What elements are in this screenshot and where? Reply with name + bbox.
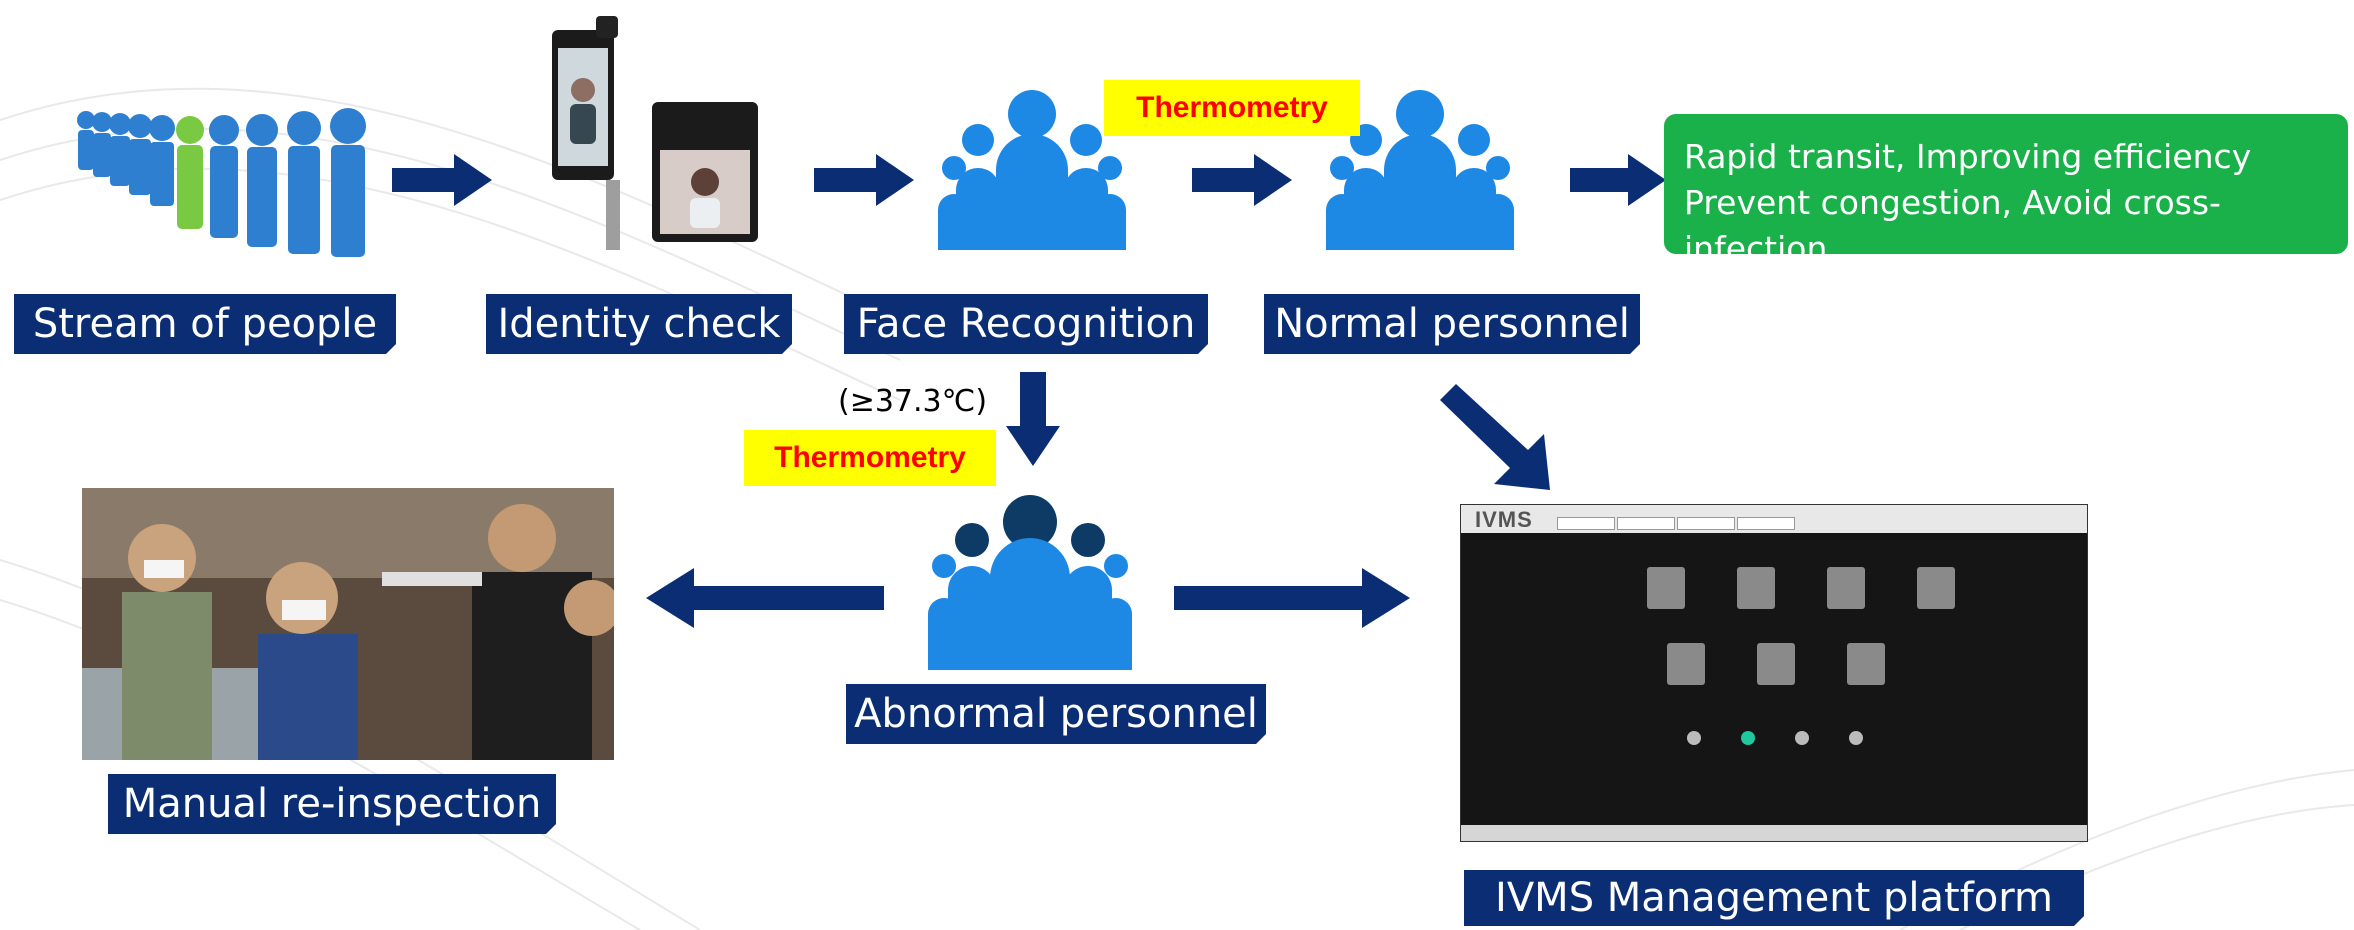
label-manual-reinspection: Manual re-inspection (108, 774, 556, 834)
label-stream-of-people-text: Stream of people (32, 301, 378, 347)
ivms-screen-dot (1741, 731, 1755, 745)
ivms-screen-tab (1677, 517, 1735, 530)
thermometry-tag-top: Thermometry (1104, 80, 1360, 136)
arrow-diagonal-to-ivms (1440, 384, 1550, 490)
ivms-screen-tile (1847, 643, 1885, 685)
ivms-screen-tab (1557, 517, 1615, 530)
people-queue-illustration (66, 100, 378, 260)
label-face-recognition: Face Recognition (844, 294, 1208, 354)
label-normal-personnel-text: Normal personnel (1274, 301, 1630, 347)
label-normal-personnel: Normal personnel (1264, 294, 1640, 354)
normal-personnel-people-icon (1322, 88, 1518, 250)
benefits-box: Rapid transit, Improving efficiency Prev… (1664, 114, 2348, 268)
label-identity-check: Identity check (486, 294, 792, 354)
temperature-threshold: (≥37.3℃) (838, 384, 988, 419)
label-ivms-platform-text: IVMS Management platform (1495, 875, 2053, 921)
ivms-screen-dot (1687, 731, 1701, 745)
ivms-screen-tile (1737, 567, 1775, 609)
ivms-screen-preview: IVMS (1460, 504, 2088, 842)
identity-terminal-device (546, 10, 766, 250)
ivms-screen-tile (1917, 567, 1955, 609)
face-recognition-people-icon (934, 88, 1130, 250)
thermometry-tag-mid-text: Thermometry (774, 441, 966, 474)
ivms-screen-tab (1617, 517, 1675, 530)
ivms-screen-tile (1827, 567, 1865, 609)
ivms-screen-dot (1849, 731, 1863, 745)
label-face-recognition-text: Face Recognition (856, 301, 1196, 347)
arrow-down (1006, 372, 1060, 466)
label-abnormal-personnel-text: Abnormal personnel (854, 691, 1258, 737)
ivms-screen-tab (1737, 517, 1795, 530)
arrow-right-2 (814, 154, 914, 206)
arrow-right-1 (392, 154, 492, 206)
ivms-screen-logo: IVMS (1475, 507, 1533, 532)
arrow-right-to-ivms (1174, 568, 1410, 628)
thermometry-tag-mid: Thermometry (744, 430, 996, 486)
arrow-left-to-manual (646, 568, 884, 628)
thermometry-tag-top-text: Thermometry (1136, 91, 1328, 124)
label-ivms-platform: IVMS Management platform (1464, 870, 2084, 926)
label-identity-check-text: Identity check (497, 301, 781, 347)
benefit-line-2: Prevent congestion, Avoid cross-infectio… (1684, 183, 2221, 268)
abnormal-personnel-people-icon (924, 494, 1136, 670)
ivms-screen-footer (1461, 825, 2087, 841)
ivms-screen-dot (1795, 731, 1809, 745)
manual-reinspection-photo (82, 488, 614, 760)
ivms-screen-tile (1647, 567, 1685, 609)
arrow-right-4 (1570, 154, 1666, 206)
arrow-right-3 (1192, 154, 1292, 206)
label-abnormal-personnel: Abnormal personnel (846, 684, 1266, 744)
ivms-screen-tile (1757, 643, 1795, 685)
ivms-screen-tile (1667, 643, 1705, 685)
label-stream-of-people: Stream of people (14, 294, 396, 354)
label-manual-reinspection-text: Manual re-inspection (122, 781, 542, 827)
benefit-line-1: Rapid transit, Improving efficiency (1684, 137, 2252, 176)
